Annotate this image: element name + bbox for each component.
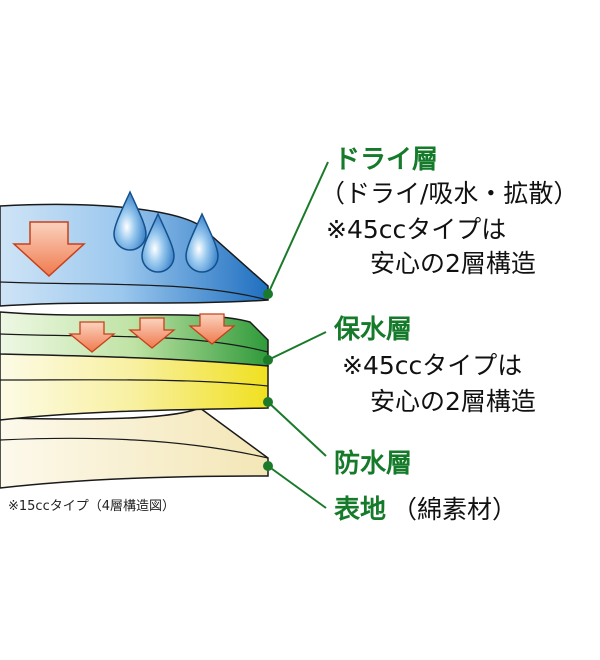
leader-lines — [267, 161, 329, 509]
down-arrow-icon — [188, 313, 236, 345]
leader-line-dry — [267, 161, 329, 295]
leader-line-waterproof — [267, 401, 327, 457]
leader-line-absorb — [267, 331, 327, 361]
water-droplet-icon — [185, 212, 219, 273]
absorb-layer-title: 保水層 — [333, 315, 412, 345]
surface-layer-title: 表地 — [334, 495, 386, 525]
dry-layer-desc: （ドライ/吸水・拡散） — [320, 179, 578, 208]
leader-line-surface — [267, 465, 327, 509]
surface-layer — [0, 407, 269, 489]
absorb-layer-note-2: 安心の2層構造 — [370, 387, 536, 416]
down-arrow-icon — [68, 321, 116, 353]
leader-dots — [263, 289, 273, 471]
dry-layer-note-2: 安心の2層構造 — [370, 249, 536, 278]
dry-layer-note-1: ※45ccタイプは — [326, 215, 506, 244]
diagram-caption: ※15ccタイプ（4層構造図） — [8, 499, 175, 514]
waterproof-layer-title: 防水層 — [334, 449, 412, 479]
surface-layer-material: （綿素材） — [392, 495, 517, 524]
absorb-layer-note-1: ※45ccタイプは — [342, 351, 522, 380]
dry-layer-title: ドライ層 — [334, 145, 438, 175]
water-droplet-icon — [141, 212, 175, 273]
water-droplet-icon — [113, 190, 147, 251]
down-arrow-icon — [128, 317, 176, 349]
down-arrow-icon — [12, 221, 86, 278]
